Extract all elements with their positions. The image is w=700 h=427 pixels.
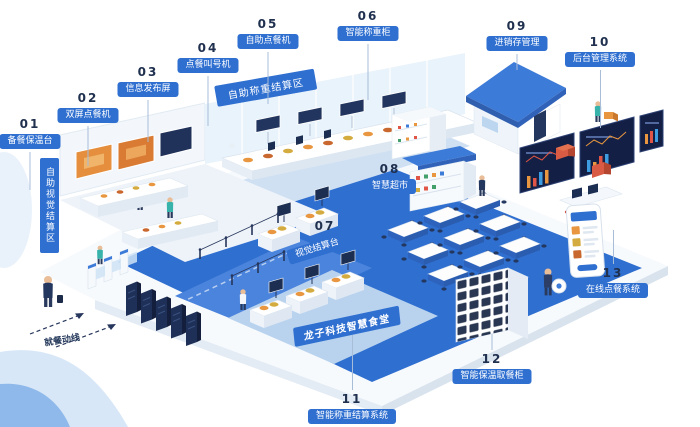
callout-leader-line <box>516 53 518 70</box>
online-ordering-phone <box>551 203 606 294</box>
people <box>43 101 618 310</box>
callout-05-self-ordering-kiosk: 05 自助点餐机 <box>237 17 299 104</box>
smart-market-kiosk <box>402 146 476 212</box>
callout-label: 信息发布屏 <box>117 81 179 97</box>
callout-label: 智慧超市 <box>363 178 417 194</box>
callout-number: 01 <box>19 117 41 131</box>
dashboard-wall <box>519 109 664 214</box>
callout-label: 智能称重柜 <box>337 25 399 41</box>
callout-number: 08 <box>379 162 401 176</box>
callout-label: 智能称重结算系统 <box>307 408 397 424</box>
callout-leader-line <box>599 69 601 128</box>
gate-slab <box>185 311 202 347</box>
callout-number: 04 <box>197 41 219 55</box>
callout-12-smart-pickup-locker: 12 智能保温取餐柜 <box>452 334 532 384</box>
office-desk <box>559 183 623 214</box>
briefcase <box>57 295 63 303</box>
person <box>43 275 53 307</box>
info-screen <box>159 125 193 158</box>
callout-label: 双屏点餐机 <box>57 107 119 123</box>
kitchen-area <box>60 143 330 262</box>
callout-number: 11 <box>341 392 363 406</box>
callout-leader-line <box>351 335 353 390</box>
banner-vision-area: 自助视觉结算区 <box>40 158 59 253</box>
queue-stanchions <box>198 212 286 285</box>
gate-slab <box>170 303 187 339</box>
callout-07-vision-settlement: 07 视觉结算台 <box>285 219 355 265</box>
callout-number: 09 <box>506 19 528 33</box>
callout-leader-line <box>267 51 269 104</box>
callout-number: 12 <box>481 352 503 366</box>
left-wall <box>59 102 206 197</box>
gate-slab <box>155 296 172 332</box>
callout-09-inventory-management: 09 进销存管理 <box>486 19 548 70</box>
flow-arrows <box>29 313 116 348</box>
callout-number: 10 <box>589 35 611 49</box>
callout-08-smart-market: 08 智慧超市 <box>363 162 417 194</box>
callout-label: 点餐叫号机 <box>177 57 239 73</box>
ordering-kiosks <box>268 129 331 151</box>
callout-leader-line <box>147 99 149 142</box>
storehouse-building <box>466 62 566 155</box>
gate-slab <box>140 288 157 324</box>
callout-leader-line <box>207 75 209 126</box>
callout-label: 自助点餐机 <box>237 33 299 49</box>
gate-slab <box>125 281 142 317</box>
callout-11-weighing-settlement-system: 11 智能称重结算系统 <box>307 335 397 424</box>
warehouse-machines <box>556 144 611 178</box>
callout-number: 07 <box>314 219 336 233</box>
callout-leader-line <box>367 43 369 100</box>
kitchen-island <box>121 213 219 249</box>
callout-label: 后台管理系统 <box>564 51 636 67</box>
callout-02-dual-screen-ordering: 02 双屏点餐机 <box>57 91 119 166</box>
callout-13-online-ordering-system: 13 在线点餐系统 <box>577 230 649 298</box>
callout-leader-line <box>491 334 493 350</box>
callout-leader-line <box>612 230 614 264</box>
parcel-box <box>604 112 613 119</box>
callout-06-smart-weighing-cabinet: 06 智能称重柜 <box>337 9 399 100</box>
menu-boards <box>255 90 407 144</box>
callout-number: 03 <box>137 65 159 79</box>
callout-number: 06 <box>357 9 379 23</box>
callout-label: 进销存管理 <box>486 35 548 51</box>
smart-pickup-locker <box>455 267 529 343</box>
callout-04-queue-caller: 04 点餐叫号机 <box>177 41 239 126</box>
callout-number: 13 <box>602 266 624 280</box>
smart-weighing-cabinet <box>391 106 446 160</box>
callout-01-prep-warming-counter: 01 备餐保温台 <box>0 117 61 190</box>
callout-number: 05 <box>257 17 279 31</box>
kitchen-counter <box>79 177 189 217</box>
callout-03-info-display: 03 信息发布屏 <box>117 65 179 142</box>
callout-number: 02 <box>77 91 99 105</box>
background-decor <box>0 152 128 427</box>
callout-leader-line <box>29 151 31 190</box>
callout-label: 在线点餐系统 <box>577 282 649 298</box>
callout-label: 智能保温取餐柜 <box>452 368 532 384</box>
callout-label: 备餐保温台 <box>0 133 61 149</box>
callout-leader-line <box>87 125 89 166</box>
callout-10-backend-system: 10 后台管理系统 <box>564 35 636 128</box>
